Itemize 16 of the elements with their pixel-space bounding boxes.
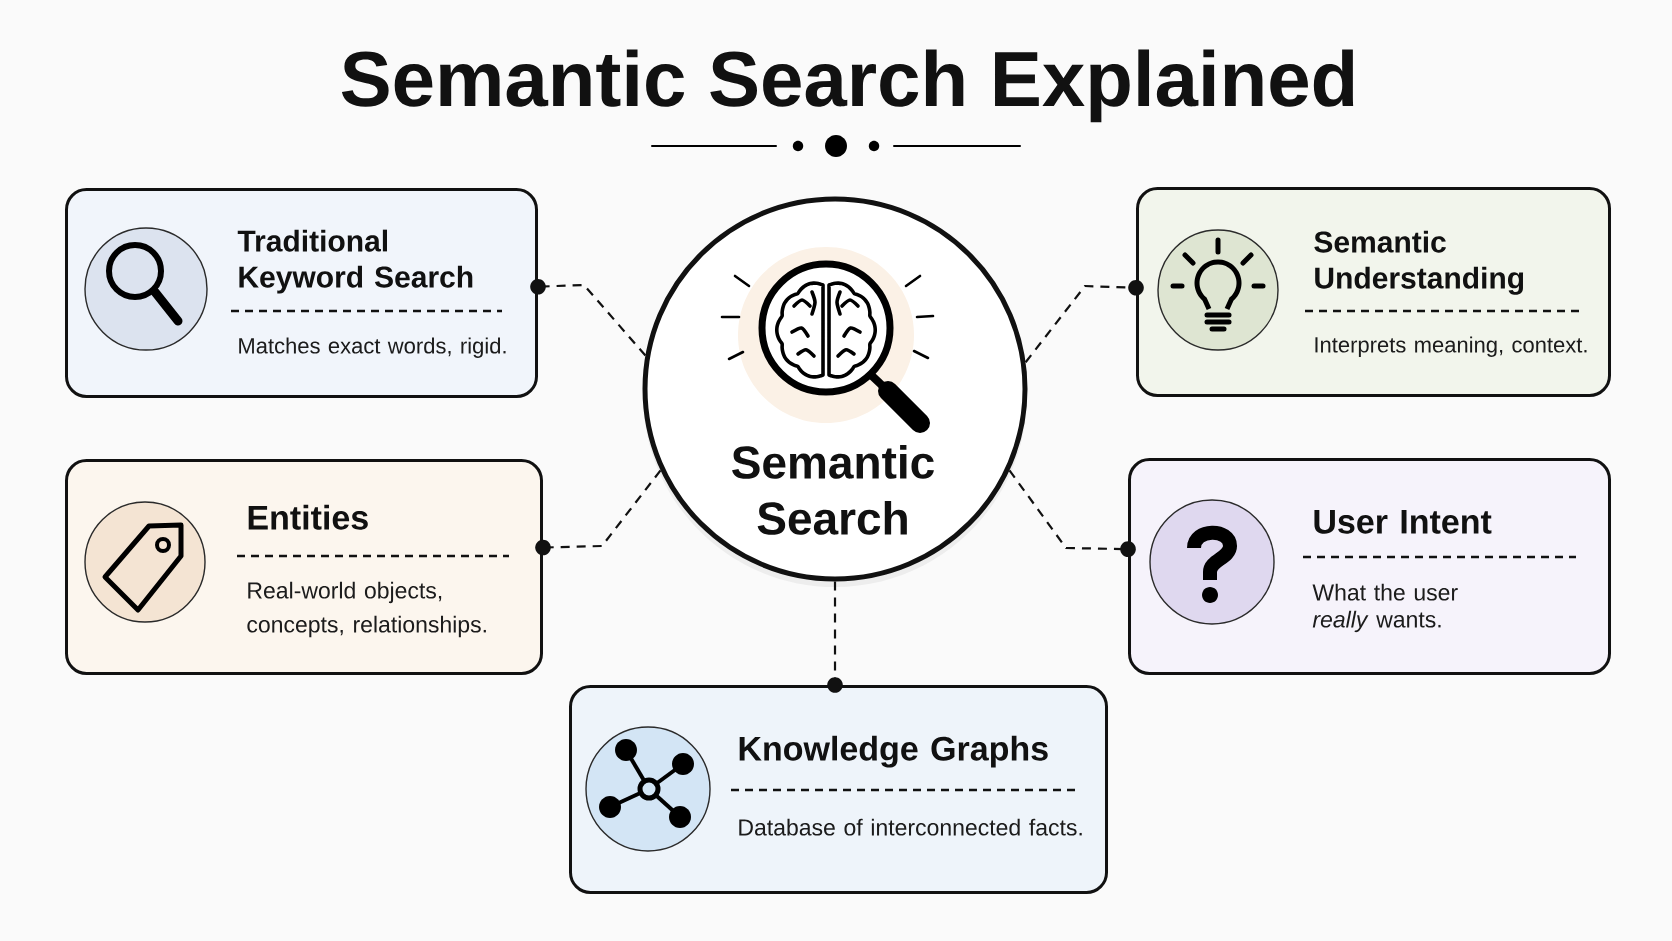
card-title: Traditional Keyword Search (237, 229, 473, 294)
connector (1024, 280, 1144, 363)
connector (530, 278, 647, 357)
connector (1008, 469, 1136, 557)
card-description: Database of interconnected facts. (739, 818, 1082, 836)
card-title: Semantic Understanding (1314, 230, 1524, 295)
connector (535, 469, 662, 556)
card-title: Entities (248, 504, 368, 530)
card-description: What the user really wants. (1312, 583, 1458, 633)
card-description: Matches exact words, rigid. (239, 337, 506, 358)
card-title: User Intent (1314, 510, 1492, 534)
connector (827, 581, 843, 693)
card-description: Real-world objects, concepts, relationships. (247, 581, 486, 638)
title: Semantic Search Explained (341, 49, 1354, 123)
card-title: Knowledge Graphs (739, 735, 1048, 768)
card-description: Interprets meaning, context. (1315, 336, 1587, 357)
